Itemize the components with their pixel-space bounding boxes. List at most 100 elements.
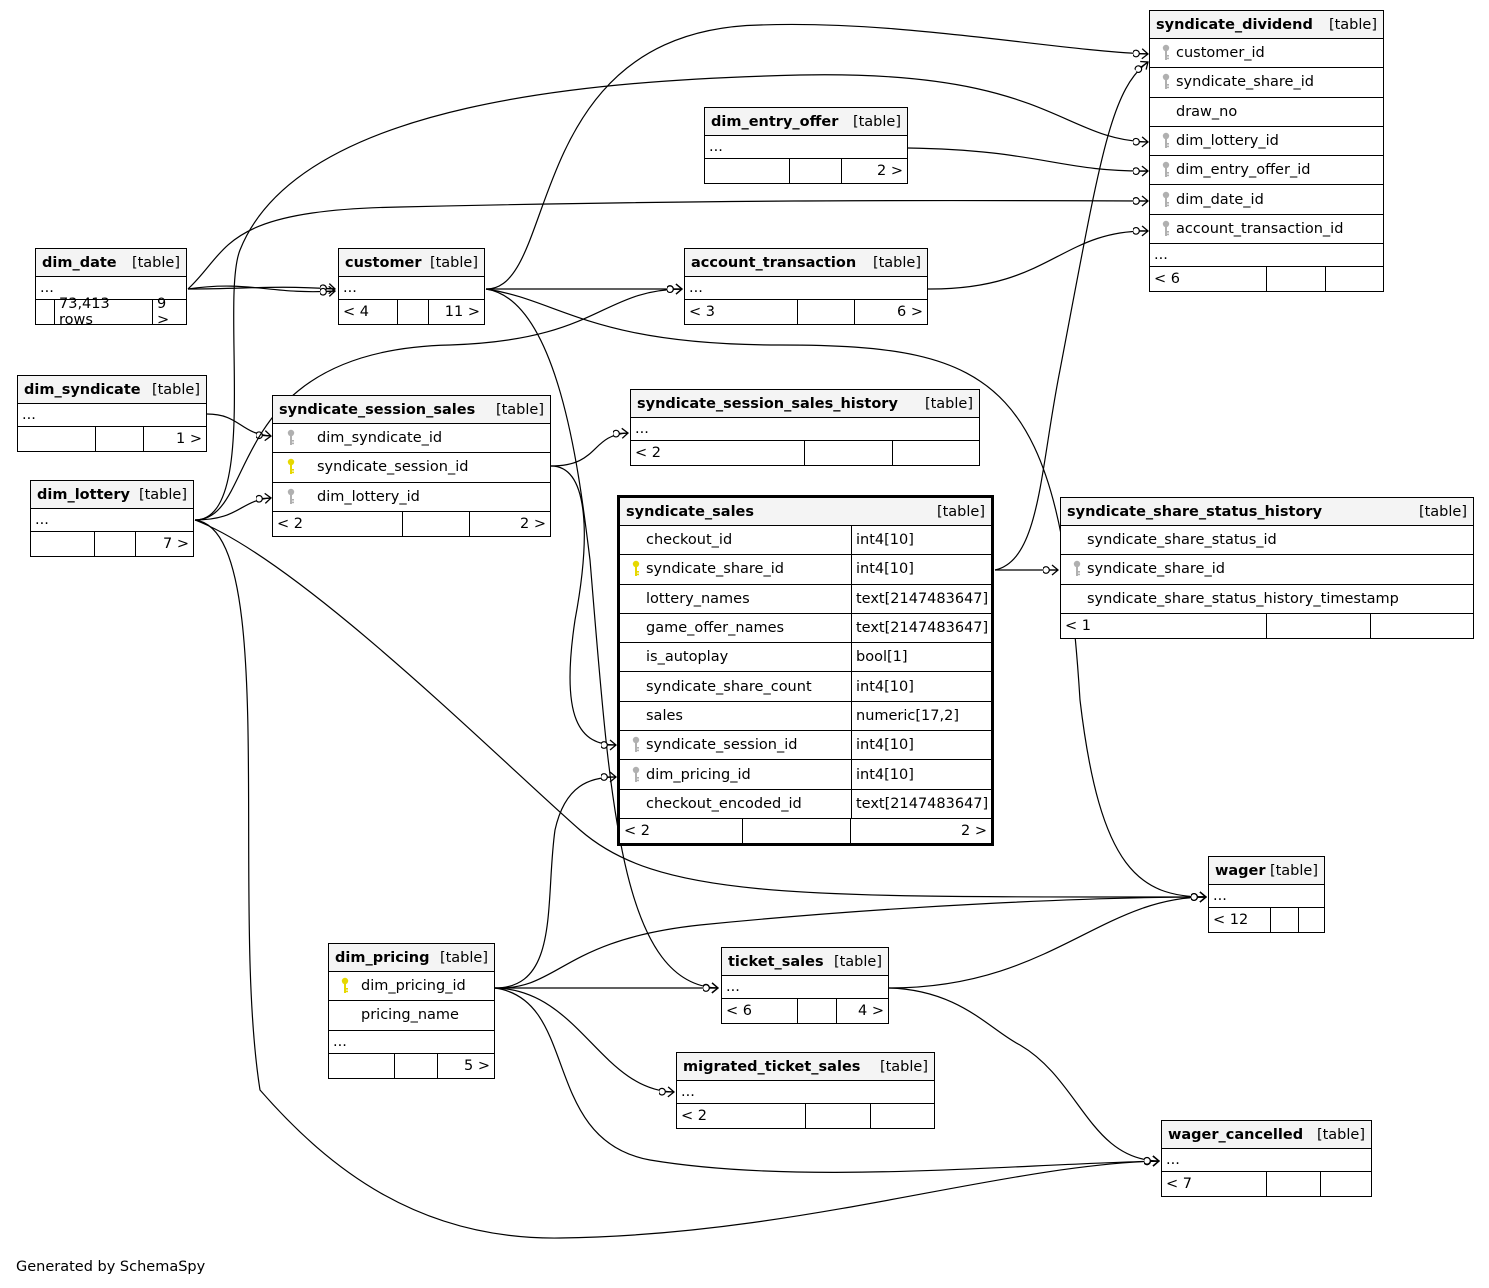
table-footer: < 2: [631, 441, 979, 465]
table-syndicate-session-sales[interactable]: syndicate_session_sales[table] dim_syndi…: [272, 395, 551, 537]
generated-by-footer: Generated by SchemaSpy: [16, 1259, 206, 1275]
column-row[interactable]: dim_pricing_id: [329, 972, 494, 1002]
table-dim-lottery[interactable]: dim_lottery[table] ... 7 >: [30, 480, 194, 557]
footer-children: 2 >: [850, 818, 991, 843]
column-name: syndicate_share_status_history_timestamp: [1087, 590, 1399, 607]
no-key-spacer: [1067, 530, 1087, 550]
column-row[interactable]: account_transaction_id: [1150, 215, 1383, 245]
columns-collapsed: ...: [677, 1081, 934, 1104]
columns-collapsed: ...: [1150, 244, 1383, 268]
column-name: syndicate_share_id: [1176, 74, 1314, 91]
foreign-key-icon: [1156, 160, 1176, 180]
table-name: wager_cancelled: [1168, 1126, 1304, 1143]
footer-rows: [804, 441, 892, 465]
column-row[interactable]: dim_lottery_id: [1150, 127, 1383, 157]
footer-rows: [805, 1104, 870, 1128]
column-row[interactable]: syndicate_share_status_id: [1061, 526, 1473, 556]
columns-collapsed: ...: [36, 277, 186, 300]
column-row[interactable]: dim_date_id: [1150, 185, 1383, 215]
foreign-key-icon: [1156, 131, 1176, 151]
table-syndicate-dividend[interactable]: syndicate_dividend[table] customer_id sy…: [1149, 10, 1384, 293]
columns-collapsed: ...: [329, 1031, 494, 1054]
column-row[interactable]: dim_entry_offer_id: [1150, 156, 1383, 186]
columns-collapsed: ...: [31, 509, 193, 532]
footer-parents: [31, 532, 94, 556]
column-row[interactable]: dim_lottery_id: [273, 483, 550, 512]
column-name: dim_pricing_id: [361, 978, 466, 995]
table-dim-syndicate[interactable]: dim_syndicate[table] ... 1 >: [17, 375, 207, 452]
table-wager-cancelled[interactable]: wager_cancelled[table] ... < 7: [1161, 1120, 1372, 1197]
table-dim-entry-offer[interactable]: dim_entry_offer[table] ... 2 >: [704, 107, 908, 184]
edge-pricing-sales: [494, 777, 616, 989]
no-key-spacer: [1067, 589, 1087, 609]
column-row[interactable]: syndicate_share_id: [1061, 555, 1473, 585]
table-wager[interactable]: wager[table] ... < 12: [1208, 856, 1325, 933]
edge-pricing-wager: [494, 897, 1206, 989]
table-type: [table]: [429, 254, 478, 271]
column-row[interactable]: dim_syndicate_id: [273, 424, 550, 454]
table-footer: 1 >: [18, 427, 206, 451]
column-row[interactable]: draw_no: [1150, 98, 1383, 127]
column-name: game_offer_names: [646, 620, 785, 637]
column-row[interactable]: syndicate_share_id: [1150, 68, 1383, 98]
table-migrated-ticket-sales[interactable]: migrated_ticket_sales[table] ... < 2: [676, 1052, 935, 1129]
footer-rows: [95, 427, 143, 451]
footer-parents: < 7: [1166, 1176, 1192, 1192]
footer-children: [892, 441, 979, 465]
table-type: [table]: [1328, 16, 1377, 33]
footer-rows: [397, 300, 428, 324]
edge-pricing-wager-cancelled: [494, 987, 1159, 1173]
column-row[interactable]: pricing_name: [329, 1001, 494, 1031]
table-header: account_transaction[table]: [685, 249, 927, 277]
table-name: dim_entry_offer: [711, 113, 839, 130]
edge-customer-wager: [485, 288, 1206, 897]
table-syndicate-share-status-history[interactable]: syndicate_share_status_history[table] sy…: [1060, 497, 1474, 639]
footer-children: [1325, 267, 1383, 292]
foreign-key-icon: [1067, 559, 1087, 579]
column-name: sales: [646, 707, 683, 724]
table-footer: < 12: [1209, 908, 1324, 932]
edge-dim-date-customer-2: [187, 285, 335, 292]
column-row[interactable]: syndicate_share_status_history_timestamp: [1061, 585, 1473, 614]
column-name: account_transaction_id: [1176, 220, 1344, 237]
no-key-spacer: [335, 1005, 355, 1025]
column-name: syndicate_share_count: [646, 678, 812, 695]
no-key-spacer: [626, 589, 646, 609]
table-type: [table]: [495, 401, 544, 418]
footer-children: [870, 1104, 934, 1128]
footer-rows: [1270, 908, 1298, 932]
no-key-spacer: [626, 530, 646, 550]
footer-parents: < 6: [726, 1003, 752, 1019]
table-syndicate-session-sales-history[interactable]: syndicate_session_sales_history[table] .…: [630, 389, 980, 466]
table-footer: 2 >: [705, 159, 907, 183]
edge-ticket-wager-cancelled: [888, 987, 1159, 1161]
table-type: [table]: [1269, 862, 1318, 879]
footer-children: 4 >: [836, 999, 888, 1023]
table-name: customer: [345, 254, 422, 271]
column-row[interactable]: syndicate_session_id: [273, 453, 550, 483]
footer-rows: [94, 532, 135, 556]
columns-collapsed: ...: [631, 418, 979, 441]
column-name: checkout_id: [646, 532, 733, 549]
column-row[interactable]: customer_id: [1150, 39, 1383, 69]
table-dim-pricing[interactable]: dim_pricing[table] dim_pricing_id pricin…: [328, 943, 495, 1079]
column-name: customer_id: [1176, 45, 1265, 62]
table-header: syndicate_session_sales[table]: [273, 396, 550, 424]
